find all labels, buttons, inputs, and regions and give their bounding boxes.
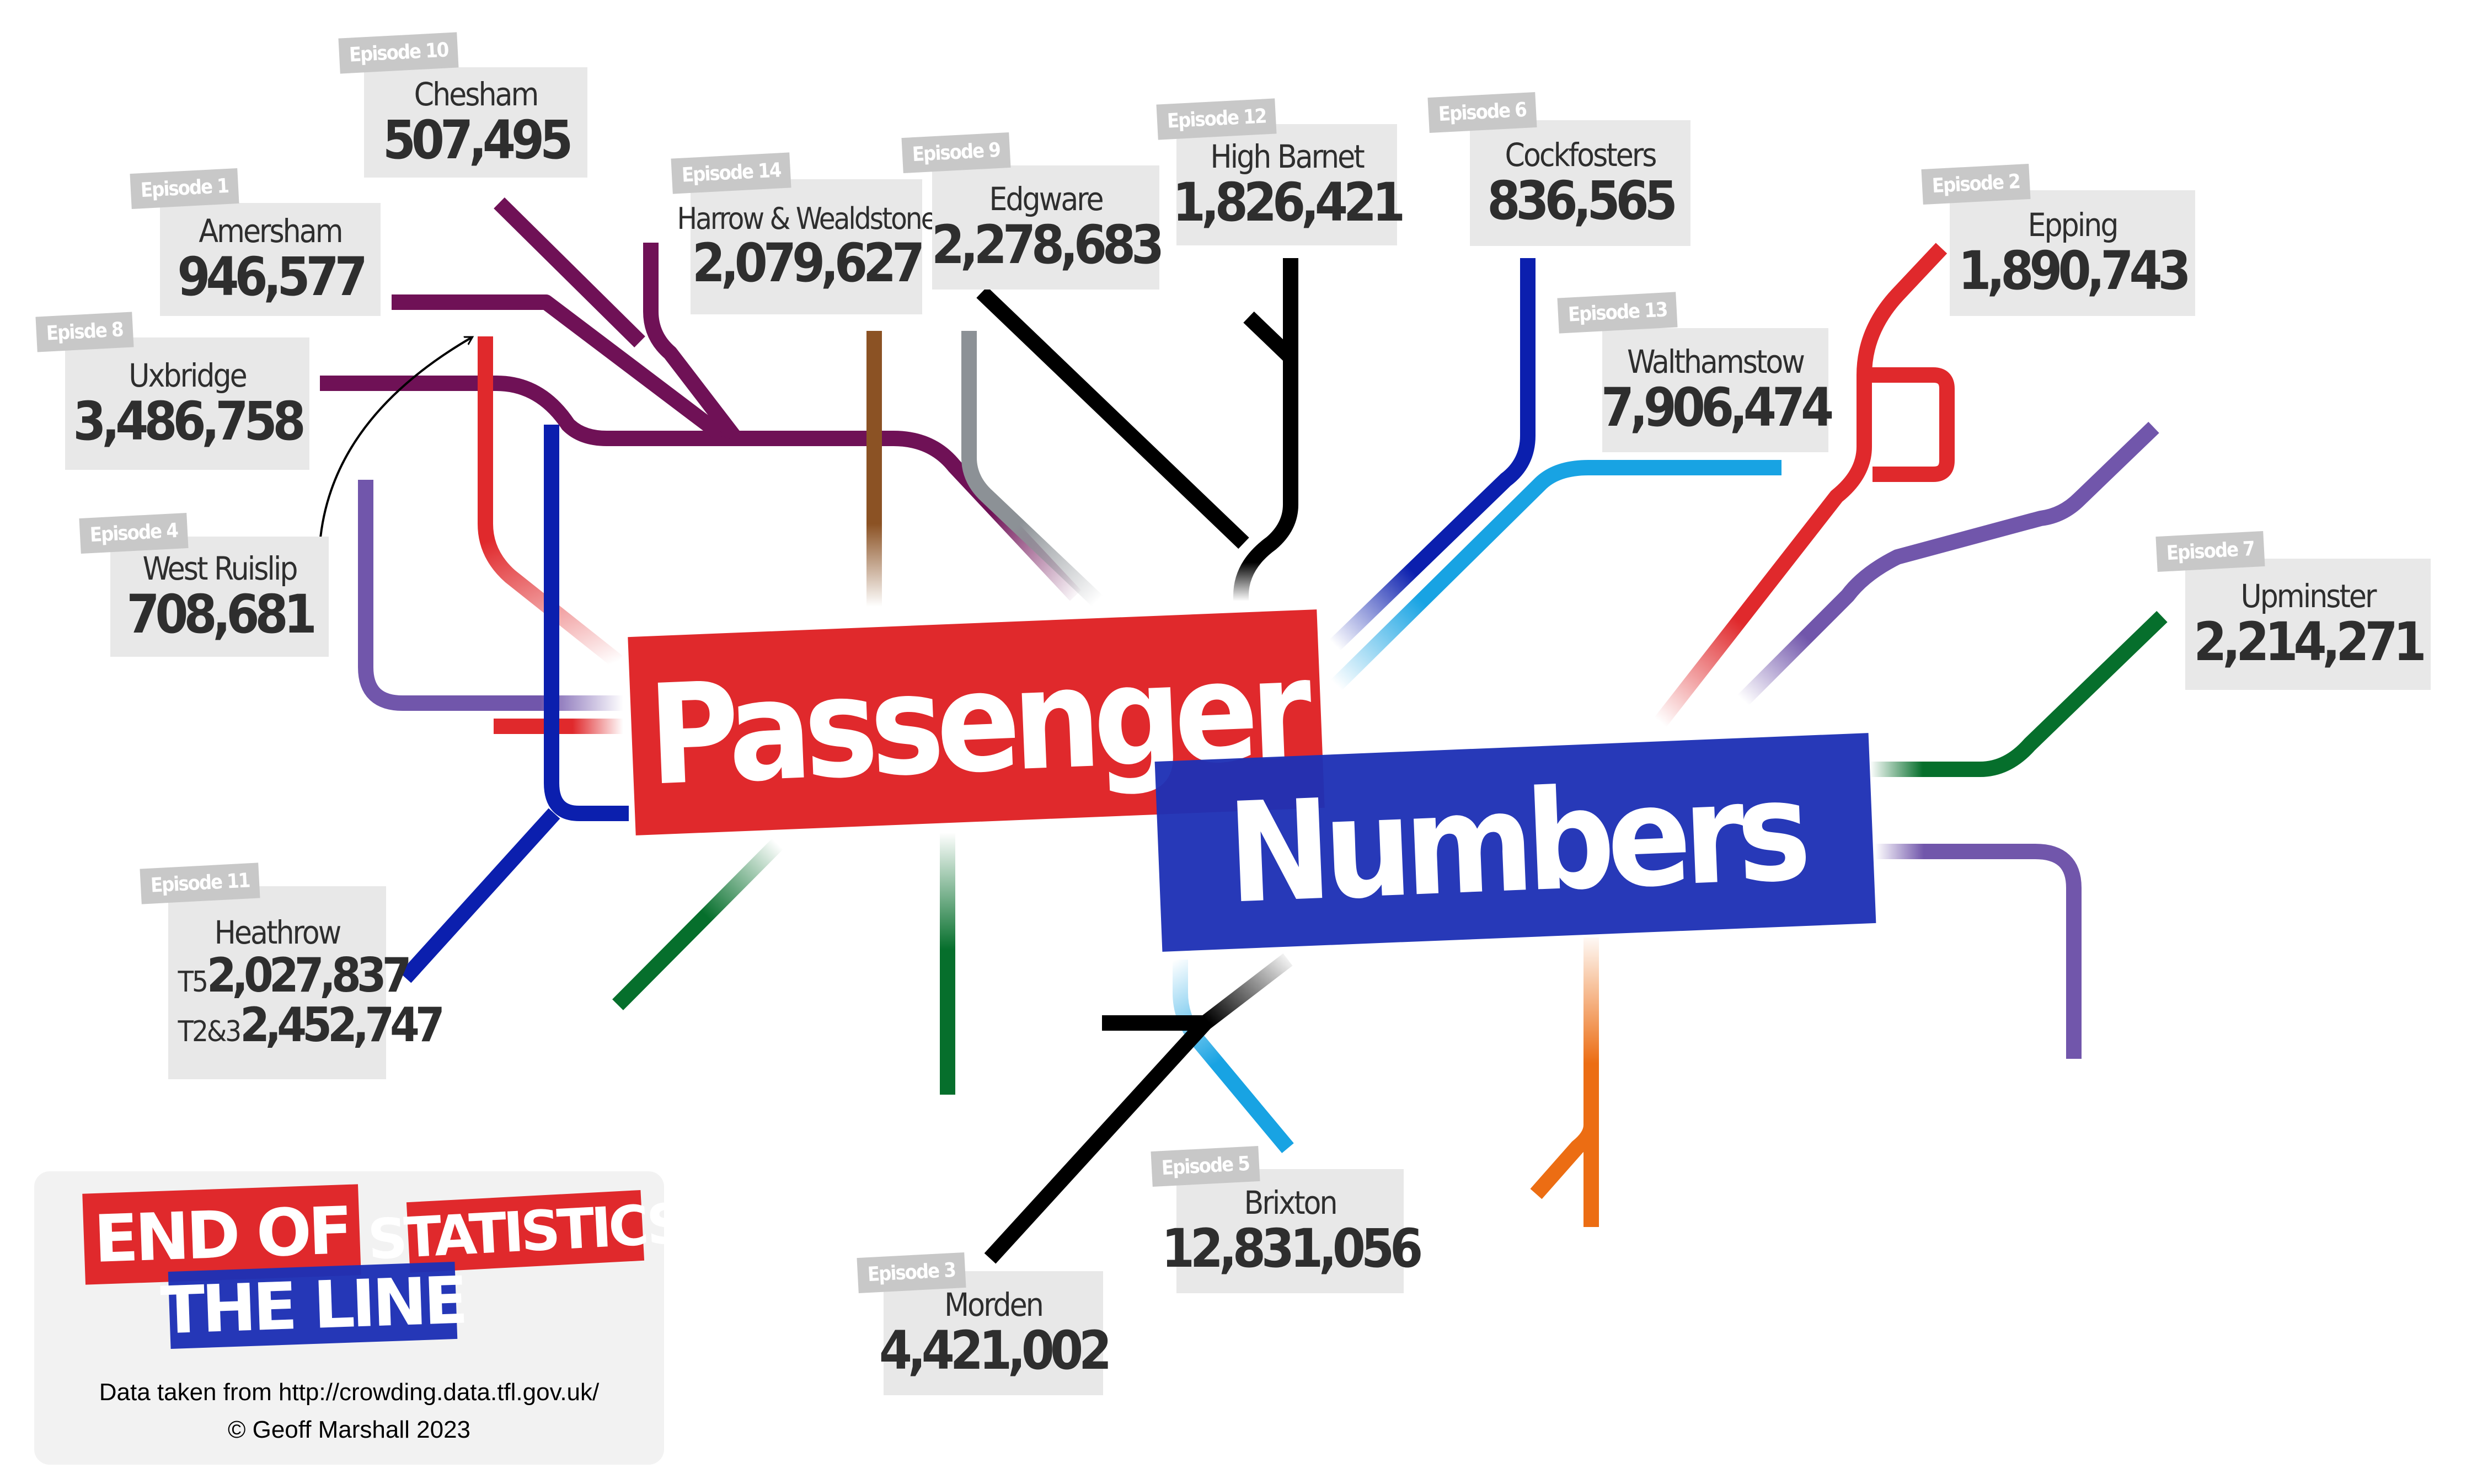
terminal-label: T5	[178, 965, 208, 999]
logo-statistics: STATISTICS	[366, 1190, 684, 1273]
logo-text-the-line: THE LINE	[159, 1262, 466, 1349]
arrow-connector	[319, 337, 472, 544]
station-box-morden: Morden 4,421,002	[879, 1271, 1112, 1395]
station-name: Morden	[944, 1286, 1044, 1324]
episode-badge: Episode 5	[1151, 1145, 1260, 1187]
station-name: Chesham	[414, 75, 539, 113]
passenger-count: 946,577	[177, 246, 367, 308]
metropolitan-line-chesham	[494, 197, 645, 347]
hammersmith-city-line-south-east	[1875, 844, 2082, 1059]
terminal-label: T2&3	[178, 1015, 242, 1048]
passenger-count: 708,681	[126, 583, 317, 645]
northern-line-mill-hill-east	[1243, 311, 1296, 363]
station-box-amersham: Amersham 946,577	[160, 203, 381, 316]
station-name: Heathrow	[214, 913, 342, 951]
logo-text-end-of: END OF	[93, 1192, 351, 1277]
episode-badge: Episode 7	[2155, 531, 2265, 572]
heathrow-t23-row: T2&3 2,452,747	[178, 1000, 445, 1051]
episode-badge: Episode 4	[79, 512, 189, 554]
logo-text-statistics: STATISTICS	[366, 1191, 685, 1272]
northern-line-mill-hill	[976, 286, 1249, 549]
passenger-count: 4,421,002	[879, 1320, 1112, 1381]
station-name: Uxbridge	[129, 356, 248, 394]
episode-badge: Episde 8	[35, 312, 134, 352]
piccadilly-line-cockfosters	[1329, 258, 1536, 651]
heathrow-t5-row: T5 2,027,837	[178, 950, 412, 1000]
passenger-count: 507,495	[382, 109, 573, 171]
passenger-count: 2,079,627	[692, 232, 925, 294]
victoria-line-brixton	[1173, 960, 1294, 1153]
passenger-count: 12,831,056	[1161, 1218, 1423, 1279]
station-name: High Barnet	[1210, 137, 1365, 175]
northern-line-high-barnet	[1233, 258, 1298, 604]
station-box-heathrow: Heathrow T5 2,027,837 T2&3 2,452,747	[168, 886, 445, 1079]
logo-the-line: THE LINE	[159, 1261, 466, 1349]
station-box-west-ruislip: West Ruislip 708,681	[110, 537, 329, 657]
station-name: Walthamstow	[1627, 343, 1805, 381]
passenger-count: 836,565	[1487, 169, 1677, 232]
station-name: Amersham	[199, 212, 343, 250]
credits-panel: END OF STATISTICS THE LINE Data taken fr…	[34, 1171, 684, 1465]
piccadilly-line-heathrow	[399, 808, 560, 983]
episode-badge: Episode 1	[130, 168, 239, 210]
station-box-chesham: Chesham 507,495	[364, 67, 587, 178]
passenger-count: 2,027,837	[206, 947, 412, 1003]
central-line-west	[478, 336, 623, 668]
station-box-walthamstow: Walthamstow 7,906,474	[1601, 328, 1834, 452]
passenger-count: 1,890,743	[1958, 239, 2191, 302]
passenger-count: 2,278,683	[931, 214, 1164, 276]
episode-badge: Episode 11	[140, 862, 260, 904]
station-box-harrow-wealdstone: Harrow & Wealdstone 2,079,627	[677, 179, 937, 314]
passenger-count: 7,906,474	[1601, 377, 1834, 438]
episode-badge: Episode 10	[338, 32, 459, 74]
station-name: Edgware	[989, 180, 1104, 218]
central-line-hainault-loop	[1864, 367, 1955, 482]
passenger-count: 3,486,758	[73, 390, 306, 452]
district-line-upminster	[1870, 610, 2168, 777]
station-name: West Ruislip	[142, 549, 298, 587]
passenger-count: 2,214,271	[2194, 610, 2426, 673]
episode-badge: Episode 12	[1156, 98, 1277, 140]
episode-badge: Episode 14	[671, 152, 791, 194]
station-box-epping: Epping 1,890,743	[1950, 190, 2195, 316]
district-line-wimbledon	[612, 838, 783, 1010]
station-box-uxbridge: Uxbridge 3,486,758	[65, 337, 309, 470]
northern-line-edgware	[961, 331, 1103, 607]
passenger-count: 2,452,747	[240, 997, 445, 1053]
copyright-text: © Geoff Marshall 2023	[227, 1416, 471, 1443]
numbers-title: Numbers	[1224, 751, 1806, 934]
station-name: Brixton	[1244, 1184, 1338, 1222]
piccadilly-line-west	[544, 425, 629, 821]
episode-badge: Episode 6	[1427, 92, 1537, 133]
data-source-text: Data taken from http://crowding.data.tfl…	[99, 1379, 600, 1406]
passenger-count: 1,826,421	[1172, 171, 1405, 233]
episode-badge: Episode 3	[857, 1252, 966, 1294]
station-name: Upminster	[2240, 577, 2377, 615]
station-name: Harrow & Wealdstone	[677, 201, 938, 237]
station-name: Cockfosters	[1505, 136, 1657, 174]
numbers-banner: Numbers	[1154, 733, 1876, 952]
station-box-brixton: Brixton 12,831,056	[1162, 1169, 1423, 1293]
station-box-cockfosters: Cockfosters 836,565	[1470, 120, 1690, 246]
overground-line-south	[1530, 1117, 1599, 1227]
metropolitan-line-watford	[643, 243, 740, 441]
episode-badge: Episode 13	[1557, 292, 1678, 334]
station-box-edgware: Edgware 2,278,683	[931, 165, 1164, 290]
victoria-line-walthamstow	[1329, 460, 1781, 692]
episode-badge: Episode 9	[901, 132, 1011, 174]
station-box-high-barnet: High Barnet 1,826,421	[1173, 124, 1405, 245]
episode-badge: Episode 2	[1921, 163, 2031, 205]
metropolitan-line-amersham	[392, 294, 727, 442]
hammersmith-city-line-east	[1737, 421, 2159, 706]
station-box-upminster: Upminster 2,214,271	[2185, 559, 2431, 690]
metropolitan-line-uxbridge	[320, 376, 1082, 601]
district-line-west	[358, 480, 623, 711]
station-name: Epping	[2027, 206, 2119, 244]
